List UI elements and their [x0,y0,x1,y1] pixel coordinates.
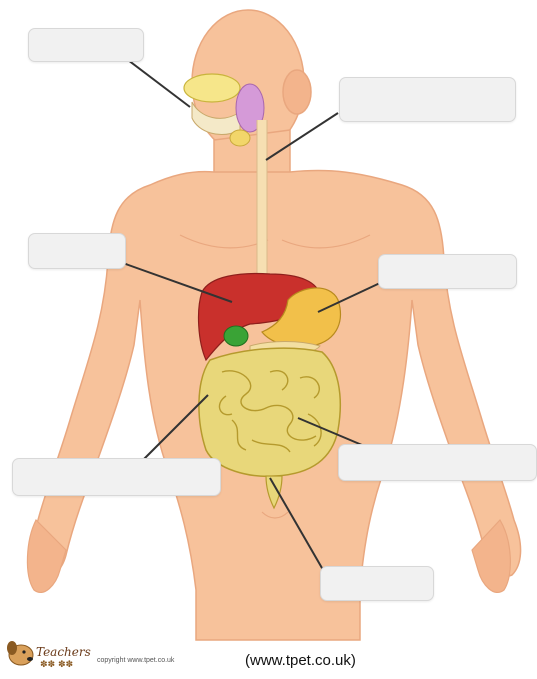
label-box-rectum[interactable] [320,566,434,601]
label-box-small-intestine[interactable] [338,444,537,481]
label-box-esophagus[interactable] [339,77,516,122]
footer-source-url[interactable]: (www.tpet.co.uk) [245,652,356,669]
leader-line-mouth [124,57,190,107]
paw-prints-icon: ✽✽ ✽✽ [40,660,73,670]
label-box-large-intestine[interactable] [12,458,221,496]
label-box-liver[interactable] [28,233,126,269]
label-box-stomach[interactable] [378,254,517,289]
gallbladder [224,326,248,346]
label-box-mouth[interactable] [28,28,144,62]
footer-brand: Teachers [36,645,91,659]
footer-copyright: copyright www.tpet.co.uk [97,657,174,664]
